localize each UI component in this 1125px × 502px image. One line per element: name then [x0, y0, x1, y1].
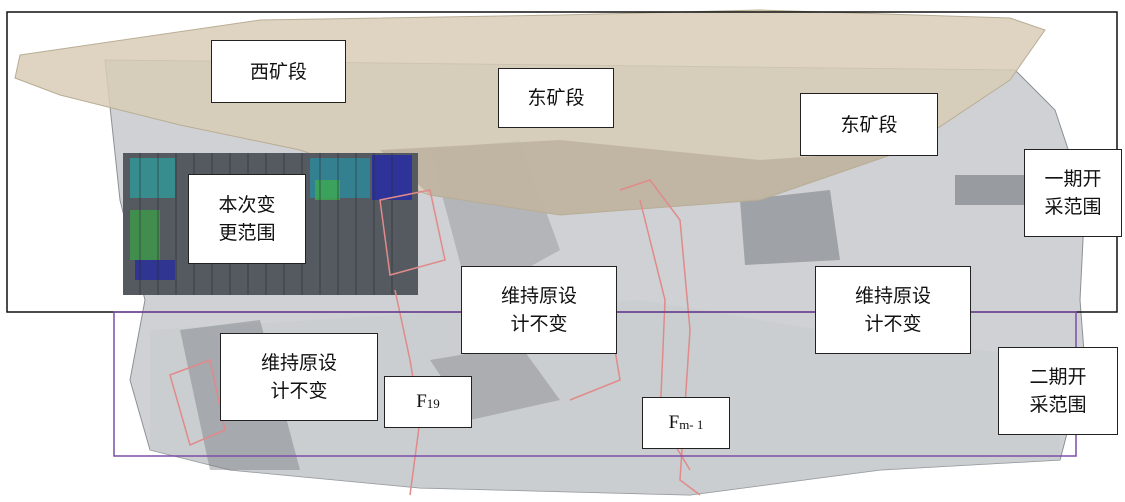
- phase1-text-1: 一期开: [1044, 168, 1102, 190]
- label-phase2: 二期开 采范围: [998, 347, 1118, 435]
- keep-design-3-text-1: 维持原设: [260, 352, 337, 374]
- east-section-text-2: 东矿段: [840, 113, 898, 136]
- label-east-section-1: 东矿段: [498, 68, 614, 128]
- change-block-blue-1: [135, 260, 175, 280]
- west-section-text: 西矿段: [249, 60, 307, 83]
- facet-3: [955, 175, 1030, 205]
- fault-traces: [169, 179, 701, 496]
- label-keep-design-3: 维持原设 计不变: [220, 333, 378, 421]
- label-keep-design-2: 维持原设 计不变: [815, 266, 971, 354]
- label-east-section-2: 东矿段: [800, 93, 938, 156]
- label-phase1: 一期开 采范围: [1024, 149, 1122, 237]
- keep-design-1-text-2: 计不变: [510, 313, 568, 335]
- label-keep-design-1: 维持原设 计不变: [461, 266, 617, 354]
- fault-f19-letter: F: [416, 391, 427, 412]
- phase1-text-2: 采范围: [1044, 196, 1102, 218]
- fault-fm1-letter: F: [668, 412, 680, 433]
- change-block-teal-1: [130, 158, 175, 198]
- change-block-green-2: [315, 180, 340, 200]
- fault-f19-subscript: 19: [426, 396, 440, 411]
- keep-design-2-text-1: 维持原设: [854, 285, 931, 307]
- fault-fm1-subscript: m- 1: [679, 417, 704, 432]
- keep-design-1-text-1: 维持原设: [500, 285, 577, 307]
- change-scope-text-1: 本次变: [218, 194, 276, 216]
- phase2-text-1: 二期开: [1029, 366, 1087, 388]
- keep-design-3-text-2: 计不变: [270, 380, 328, 402]
- label-change-scope: 本次变 更范围: [188, 174, 306, 264]
- change-block-green-1: [130, 210, 160, 260]
- label-west-section: 西矿段: [211, 40, 346, 103]
- east-section-text-1: 东矿段: [527, 87, 585, 109]
- phase2-text-2: 采范围: [1029, 394, 1087, 416]
- change-scope-text-2: 更范围: [218, 222, 276, 244]
- facet-2: [740, 190, 840, 265]
- surface-shade: [380, 140, 905, 215]
- keep-design-2-text-2: 计不变: [864, 313, 922, 335]
